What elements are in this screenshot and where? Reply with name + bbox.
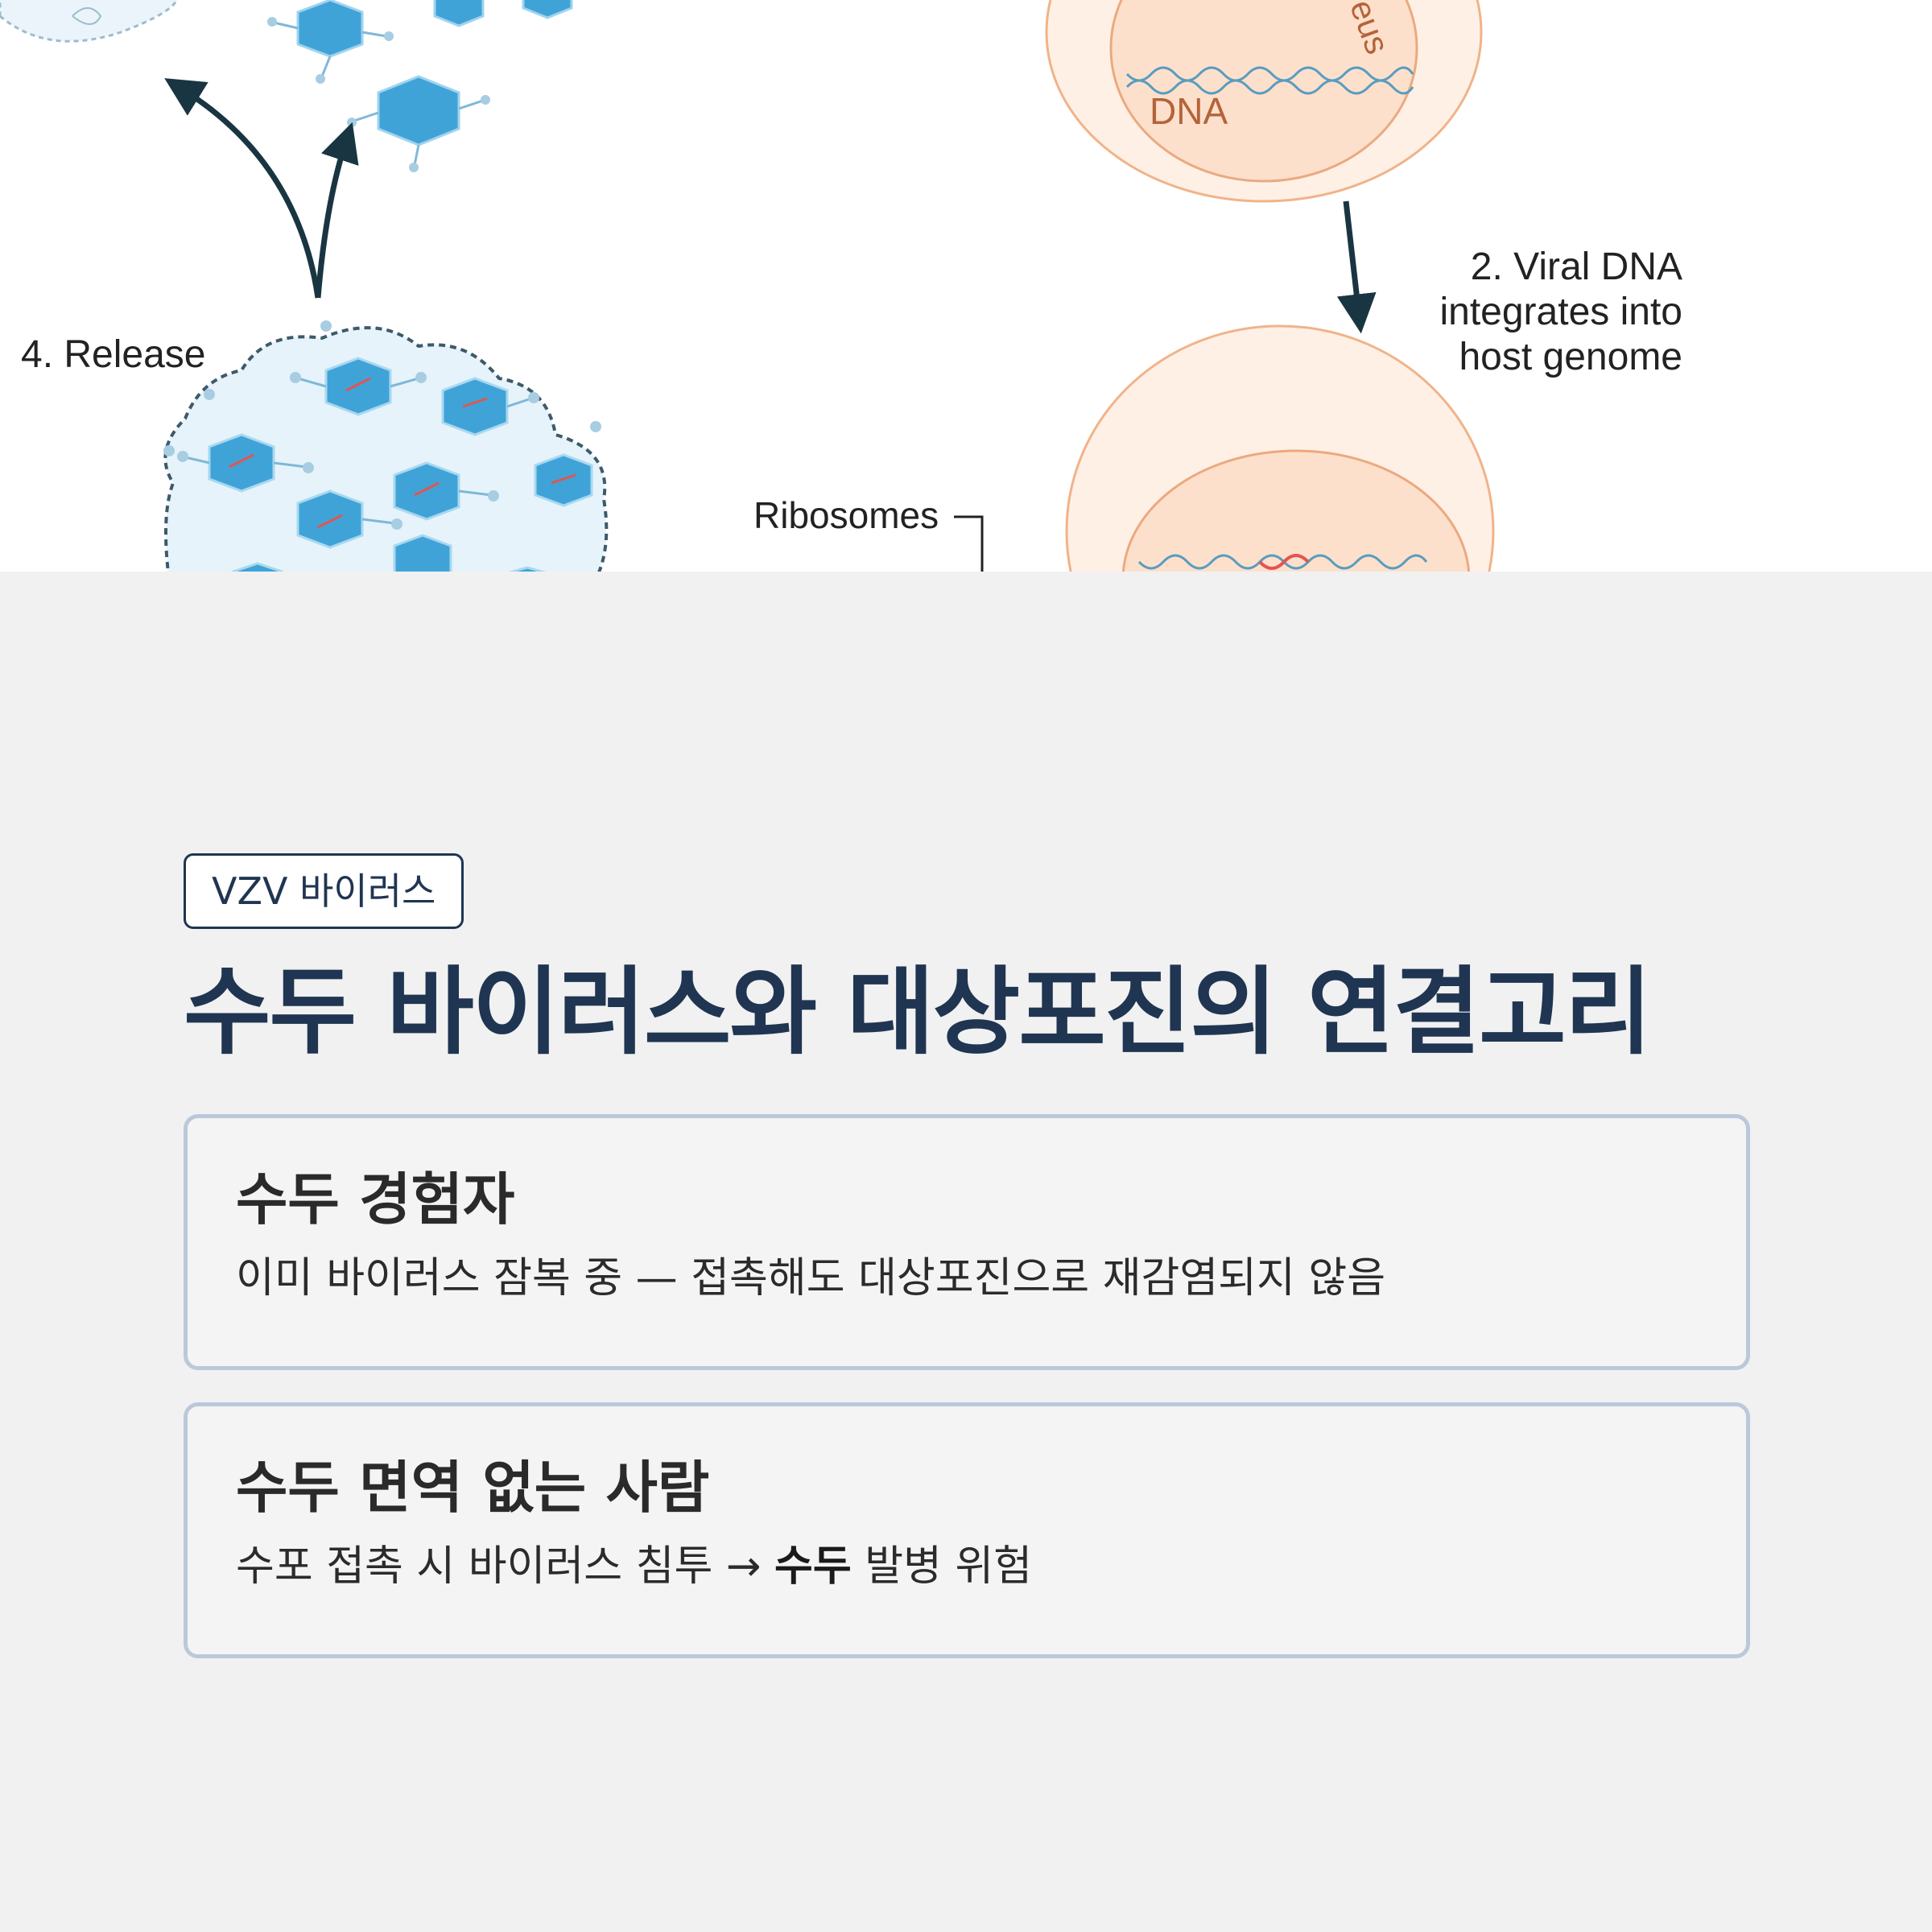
nucleus-1 (1109, 0, 1418, 183)
integration-arrow (1336, 200, 1377, 334)
dna-label: DNA (1150, 90, 1228, 132)
viral-lifecycle-illustration: 4. Release Ribosomes DNA eus 2. Viral DN… (0, 0, 1932, 572)
released-cell-fragment (0, 0, 179, 43)
step-2-line-2: integrates into (1439, 291, 1682, 333)
budding-virions (208, 357, 593, 572)
category-badge: VZV 바이러스 (184, 853, 464, 929)
release-arrow-left (164, 78, 321, 299)
ribosomes-pointer (954, 515, 984, 572)
card-body-prefix: 수포 접촉 시 바이러스 침투 → (236, 1542, 774, 1591)
nucleus-2 (1121, 449, 1471, 572)
card-heading: 수두 면역 없는 사람 (236, 1455, 710, 1521)
illustration-drawing (0, 0, 1495, 572)
step-2-line-1: 2. Viral DNA (1470, 246, 1682, 288)
step-2-label: 2. Viral DNA integrates into host genome (1425, 245, 1682, 380)
release-arrow-right (315, 122, 359, 299)
host-dna-1 (1125, 66, 1414, 95)
ribosomes-label: Ribosomes (753, 494, 939, 536)
step-2-line-3: host genome (1459, 336, 1682, 378)
integrated-viral-dna (1258, 554, 1310, 570)
info-card-chickenpox-experienced: 수두 경험자 이미 바이러스 잠복 중 — 접촉해도 대상포진으로 재감염되지 … (184, 1114, 1750, 1370)
card-heading: 수두 경험자 (236, 1166, 515, 1232)
card-body-emphasis: 수두 (774, 1542, 852, 1591)
release-label: 4. Release (21, 333, 206, 376)
card-body-suffix: 발병 위험 (851, 1542, 1033, 1591)
page-title: 수두 바이러스와 대상포진의 연결고리 (184, 956, 1652, 1067)
card-body: 이미 바이러스 잠복 중 — 접촉해도 대상포진으로 재감염되지 않음 (236, 1254, 1386, 1302)
card-body: 수포 접촉 시 바이러스 침투 → 수두 발병 위험 (236, 1540, 1746, 1593)
released-virions (296, 0, 573, 147)
info-panel: VZV 바이러스 수두 바이러스와 대상포진의 연결고리 수두 경험자 이미 바… (184, 853, 1750, 1658)
info-card-no-immunity: 수두 면역 없는 사람 수포 접촉 시 바이러스 침투 → 수두 발병 위험 (184, 1402, 1750, 1658)
